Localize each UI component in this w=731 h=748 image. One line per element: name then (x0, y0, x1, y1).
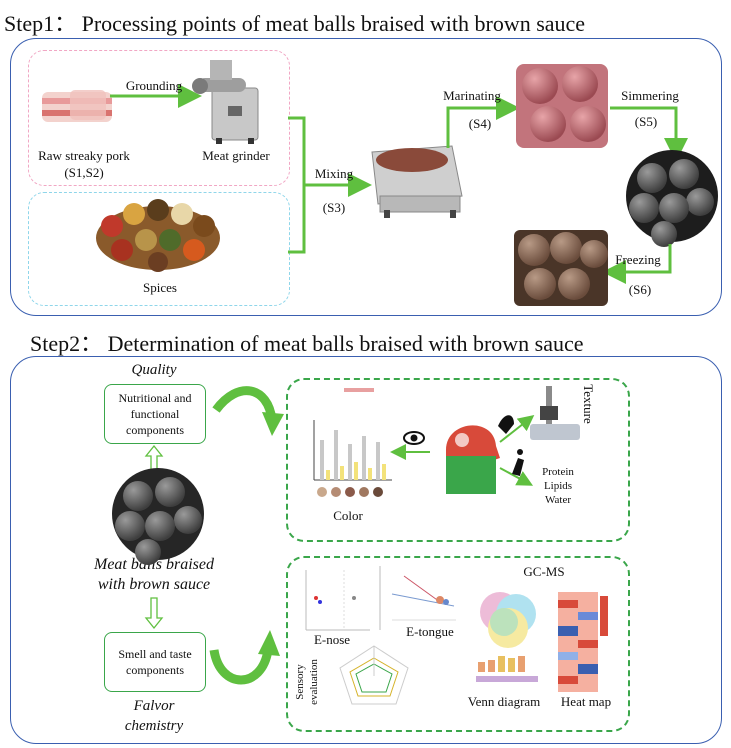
etongue-chart-image (391, 575, 456, 621)
mixer-image (371, 145, 463, 218)
texture-analyzer-image (530, 386, 580, 440)
head-icon (446, 425, 500, 494)
frozen-balls-image (514, 230, 608, 306)
raw-pork-image (42, 90, 112, 122)
meat-grinder-label: Meat grinder (202, 148, 270, 163)
color-label: Color (333, 508, 363, 523)
quality-analysis-group (286, 378, 630, 542)
meatballs-cluster-image (112, 468, 204, 565)
enose-label: E-nose (313, 632, 351, 647)
meatballs-label-line2: with brown sauce (97, 576, 211, 593)
tongue-icon (498, 415, 514, 434)
flavor-analysis-group (286, 556, 630, 732)
simmering-code: (S5) (634, 114, 658, 129)
spices-image (96, 199, 220, 272)
simmering-label: Simmering (621, 88, 679, 103)
person-icon (512, 449, 524, 476)
spices-group (28, 192, 290, 306)
step2-panel (10, 356, 722, 744)
quality-label: Quality (131, 362, 177, 378)
sensory-label-line2: evaluation (308, 659, 320, 705)
nutritional-components-box: Nutritional and functional components (104, 384, 206, 444)
heat-map-label: Heat map (560, 694, 612, 709)
step1-title: Step1： Processing points of meat balls b… (4, 11, 586, 36)
etongue-label: E-tongue (406, 624, 454, 639)
color-chart-image (313, 388, 392, 497)
flavor-label-line2: chemistry (124, 718, 184, 734)
mixing-code: (S3) (322, 200, 346, 215)
marinating-label: Marinating (443, 88, 501, 103)
mixing-label: Mixing (314, 166, 354, 181)
water-label: Water (545, 494, 571, 506)
raw-pork-label: Raw streaky pork (38, 148, 130, 163)
meatballs-label-line1: Meat balls braised (94, 556, 214, 573)
eye-icon (403, 431, 425, 445)
marinating-code: (S4) (468, 116, 492, 131)
marinated-balls-image (516, 64, 608, 148)
venn-diagram-label: Venn diagram (467, 694, 541, 709)
protein-label: Protein (542, 466, 574, 478)
raw-pork-code: (S1,S2) (64, 165, 104, 180)
sensory-label-line1: Sensory (294, 664, 306, 700)
simmered-balls-image (626, 150, 718, 247)
meat-grinder-image (192, 60, 259, 144)
sensory-radar-image (339, 645, 409, 705)
freezing-code: (S6) (628, 282, 652, 297)
flavor-label-line1: Falvor (133, 698, 175, 714)
curved-arrow-flavor (209, 649, 273, 685)
freezing-label: Freezing (615, 252, 661, 267)
grounding-label: Grounding (125, 78, 183, 93)
smell-taste-components-box: Smell and taste components (104, 632, 206, 692)
curved-arrow-quality (212, 386, 277, 421)
lipids-label: Lipids (543, 480, 573, 492)
spices-label: Spices (143, 280, 177, 295)
texture-label: Texture (581, 384, 596, 424)
venn-bar-chart-image (476, 656, 538, 682)
enose-chart-image (305, 566, 381, 631)
step2-title: Step2： Determination of meat balls brais… (30, 331, 584, 356)
heat-map-image (558, 592, 608, 692)
step1-panel (10, 38, 722, 316)
gcms-label: GC-MS (523, 564, 565, 579)
venn-diagram-image (480, 592, 536, 648)
